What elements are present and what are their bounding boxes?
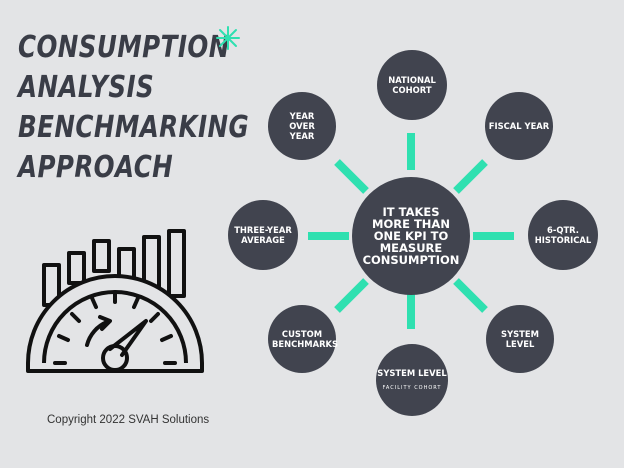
node-label: YEAR OVER YEAR: [289, 111, 315, 141]
node-fiscal-year: FISCAL YEAR: [485, 92, 553, 160]
hub-circle: IT TAKES MORE THAN ONE KPI TO MEASURE CO…: [352, 177, 470, 295]
node-three-year-average: THREE-YEAR AVERAGE: [228, 200, 298, 270]
node-system-level: SYSTEM LEVEL: [486, 305, 554, 373]
ray-connector: [334, 278, 369, 313]
node-label: THREE-YEAR AVERAGE: [234, 225, 292, 245]
node-custom-benchmarks: CUSTOM BENCHMARKS: [268, 305, 339, 373]
node-year-over-year: YEAR OVER YEAR: [268, 92, 336, 160]
copyright-text: Copyright 2022 SVAH Solutions: [47, 414, 210, 426]
node-national-cohort: NATIONAL COHORT: [377, 50, 447, 120]
title-line: APPROACH: [18, 150, 174, 185]
node-label: FISCAL YEAR: [488, 121, 550, 131]
hub-label: IT TAKES MORE THAN ONE KPI TO MEASURE CO…: [362, 205, 460, 267]
node-sublabel: FACILITY COHORT: [382, 384, 442, 391]
sparkle-icon: [216, 26, 240, 50]
speedometer-chart-icon: [26, 229, 204, 373]
node-label: CUSTOM BENCHMARKS: [272, 329, 339, 349]
node-label: NATIONAL COHORT: [388, 75, 436, 95]
ray-connector: [453, 278, 488, 313]
ray-connector: [334, 159, 369, 194]
node-6-qtr-historical: 6-QTR. HISTORICAL: [528, 200, 598, 270]
node-label: SYSTEM LEVEL: [377, 367, 447, 378]
node-system-level-facility-cohort: SYSTEM LEVEL FACILITY COHORT: [376, 344, 448, 416]
node-label: SYSTEM LEVEL: [501, 329, 539, 349]
title-line: ANALYSIS: [18, 70, 155, 105]
ray-connector: [453, 159, 488, 194]
node-label: 6-QTR. HISTORICAL: [534, 225, 592, 245]
